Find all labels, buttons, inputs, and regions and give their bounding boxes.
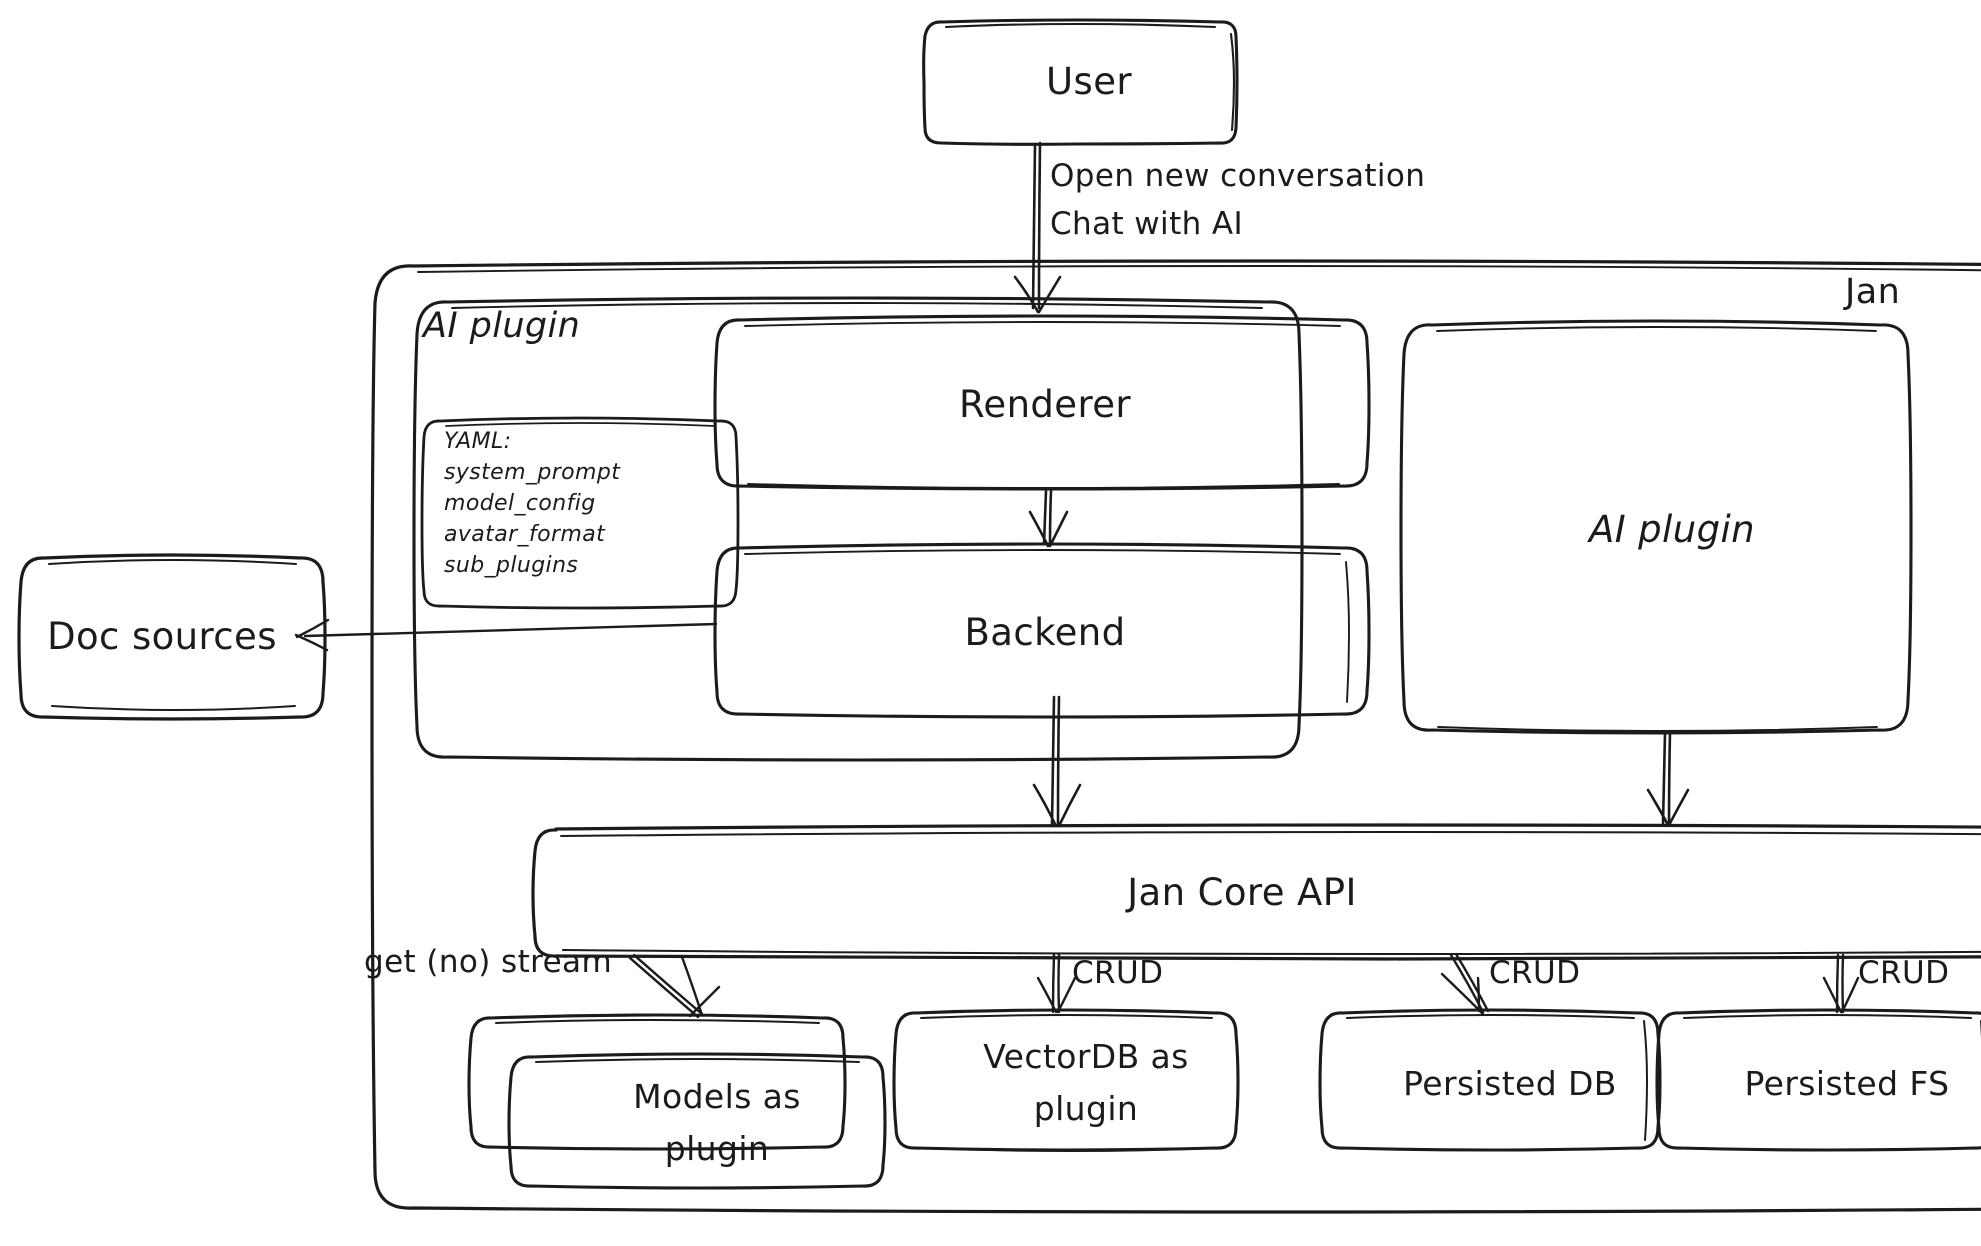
- renderer-box-shape[interactable]: [713, 314, 1371, 491]
- arrow-ai-plugin-to-core: [1646, 731, 1690, 827]
- backend-box-shape[interactable]: [713, 542, 1371, 719]
- arrow-renderer-to-backend: [1028, 489, 1069, 548]
- doc-sources-box-shape[interactable]: [17, 553, 327, 721]
- arrow-core-to-models: [628, 953, 721, 1019]
- vectordb-plugin-box-shape[interactable]: [892, 1008, 1240, 1152]
- ai-plugin-right-box-shape[interactable]: [1399, 319, 1913, 735]
- arrow-backend-to-core: [1032, 695, 1082, 828]
- arrow-core-to-persisted-fs: [1822, 953, 1860, 1014]
- user-box-shape[interactable]: [922, 18, 1239, 146]
- arrow-user-to-renderer: [1013, 141, 1062, 314]
- jan-core-api-box-shape[interactable]: [531, 823, 1981, 961]
- arrow-core-to-vectordb: [1036, 953, 1077, 1014]
- persisted-fs-box-shape[interactable]: [1655, 1008, 1981, 1152]
- arrow-backend-to-doc-sources: [294, 618, 718, 652]
- jan-container-shape[interactable]: [370, 259, 1981, 1214]
- models-plugin-box-shape[interactable]: [467, 1013, 887, 1190]
- arrow-core-to-persisted-db: [1440, 952, 1490, 1016]
- ai-plugin-group-shape[interactable]: [412, 296, 1304, 762]
- persisted-db-box-shape[interactable]: [1318, 1008, 1662, 1152]
- yaml-box-shape[interactable]: [420, 416, 740, 610]
